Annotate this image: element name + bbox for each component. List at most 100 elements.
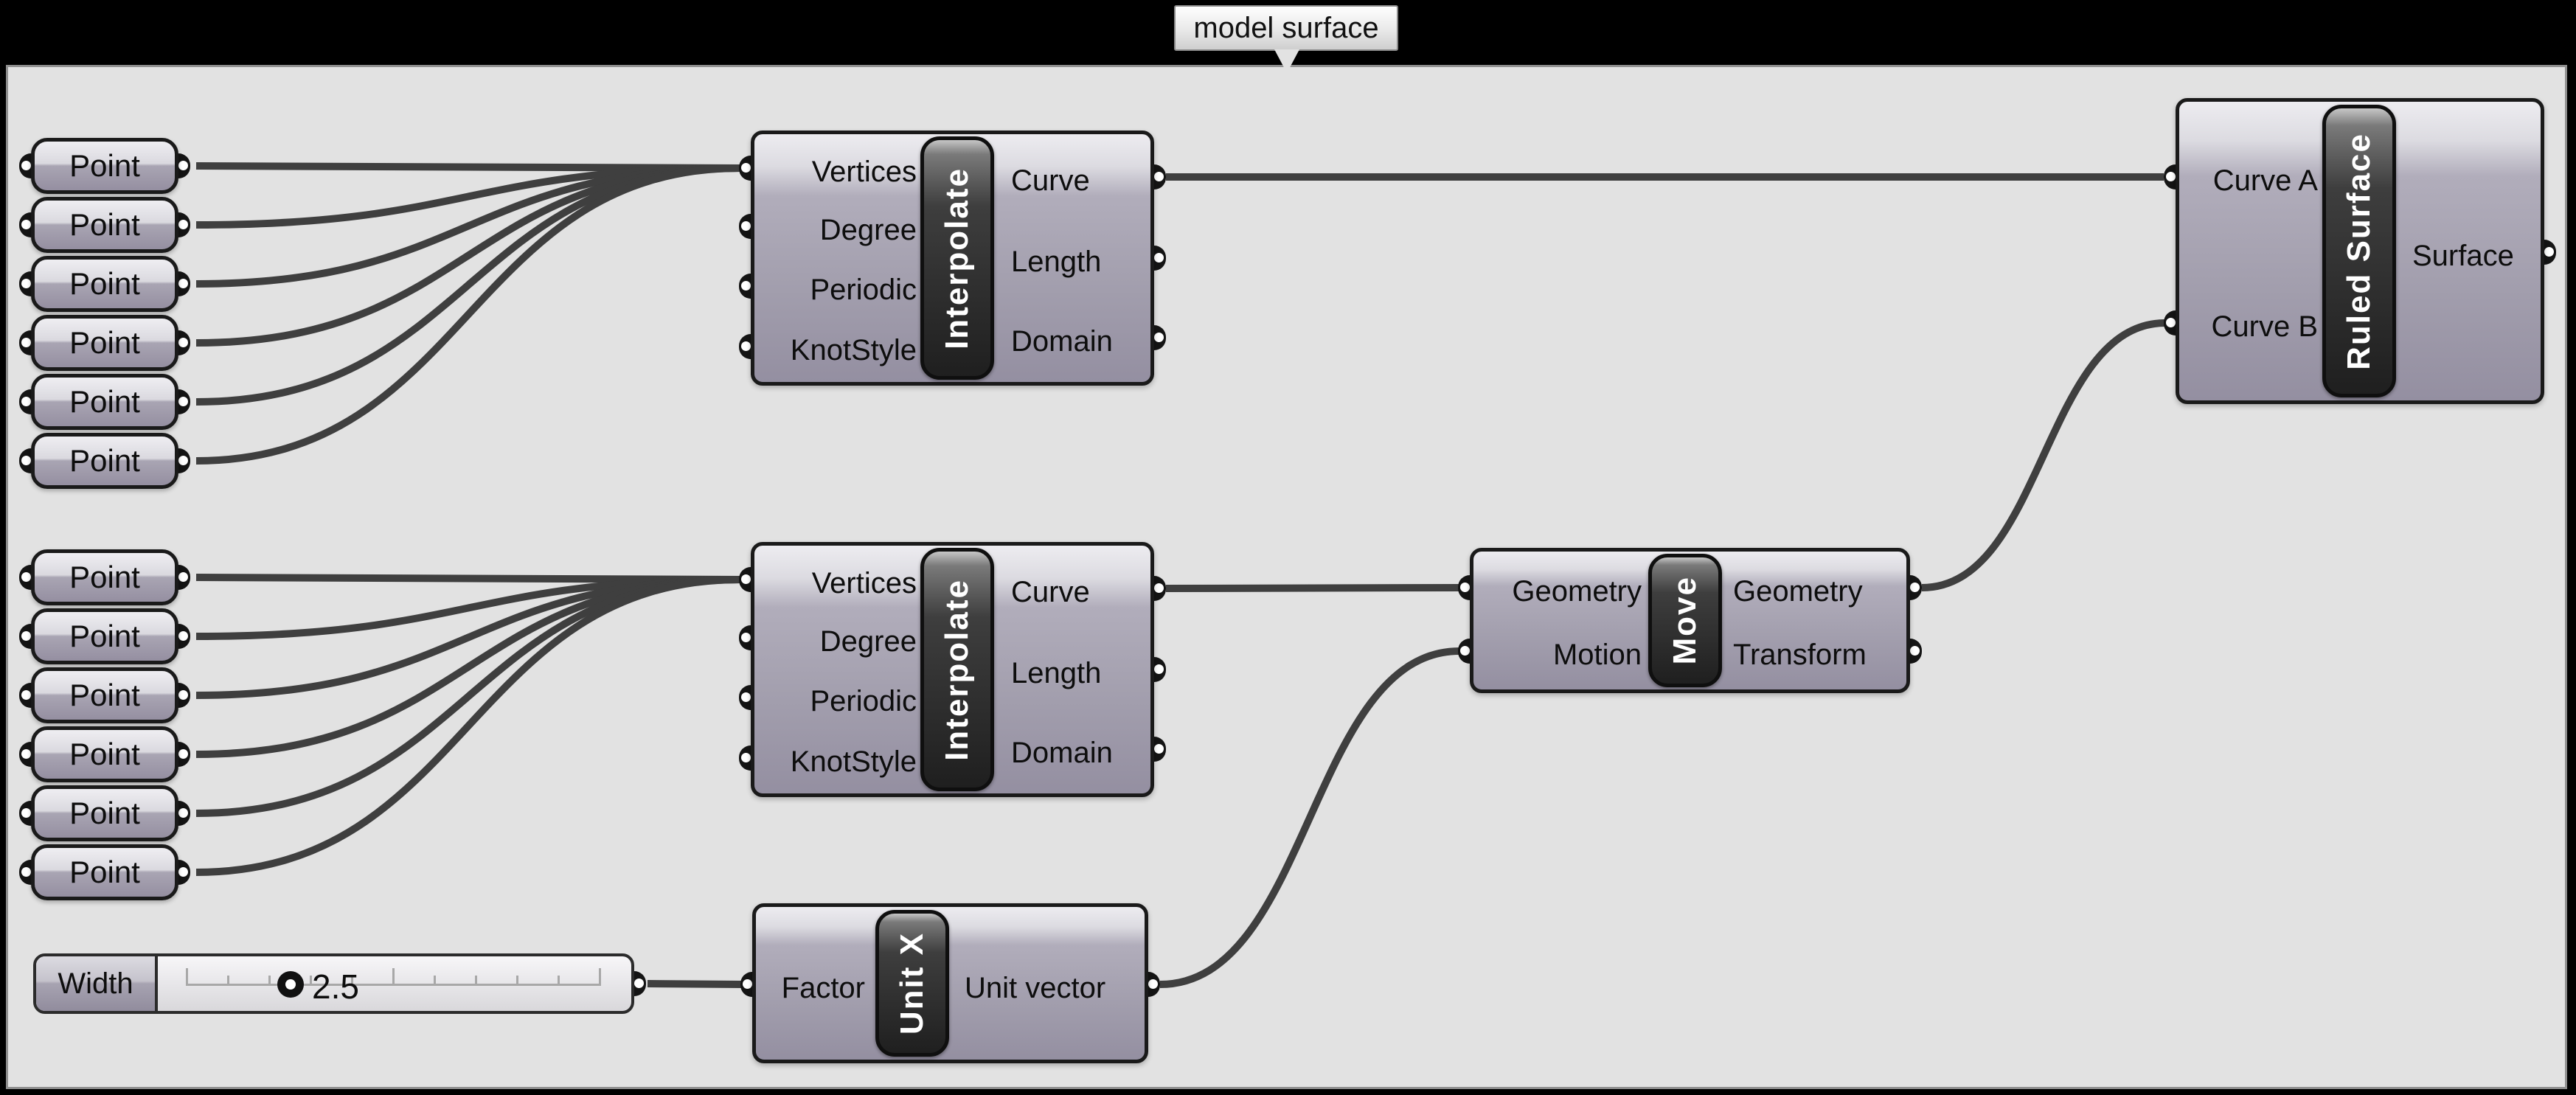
- move-component[interactable]: Geometry Motion Geometry Transform Move: [1470, 548, 1910, 693]
- output-jack[interactable]: [178, 330, 190, 355]
- input-jack[interactable]: [739, 745, 751, 771]
- output-jack[interactable]: [1154, 737, 1166, 762]
- port-label[interactable]: Curve A: [2212, 164, 2318, 197]
- output-jack[interactable]: [634, 971, 646, 996]
- output-jack[interactable]: [178, 448, 190, 473]
- port-label[interactable]: Surface: [2412, 240, 2514, 272]
- point-node[interactable]: Point: [31, 256, 178, 312]
- output-jack[interactable]: [1148, 972, 1160, 997]
- input-jack[interactable]: [19, 212, 31, 237]
- component-name-tag[interactable]: Unit X: [875, 910, 949, 1057]
- point-node[interactable]: Point: [31, 608, 178, 664]
- input-jack[interactable]: [19, 330, 31, 355]
- output-jack[interactable]: [178, 565, 190, 590]
- interpolate-component[interactable]: Vertices Degree Periodic KnotStyle Curve…: [751, 542, 1154, 797]
- interpolate-component[interactable]: Vertices Degree Periodic KnotStyle Curve…: [751, 131, 1154, 386]
- port-label[interactable]: Domain: [1011, 325, 1113, 358]
- port-label[interactable]: Degree: [819, 625, 917, 658]
- input-jack[interactable]: [19, 153, 31, 178]
- wire[interactable]: [195, 576, 741, 876]
- input-jack[interactable]: [739, 625, 751, 650]
- input-jack[interactable]: [19, 683, 31, 708]
- point-node[interactable]: Point: [31, 315, 178, 371]
- output-jack[interactable]: [178, 212, 190, 237]
- point-node[interactable]: Point: [31, 138, 178, 194]
- output-jack[interactable]: [1154, 246, 1166, 271]
- output-jack[interactable]: [1910, 575, 1922, 600]
- input-jack[interactable]: [739, 334, 751, 359]
- input-jack[interactable]: [1458, 639, 1470, 664]
- component-name-tag[interactable]: Ruled Surface: [2322, 105, 2396, 397]
- input-jack[interactable]: [740, 972, 752, 997]
- input-jack[interactable]: [2164, 164, 2176, 190]
- port-label[interactable]: Unit vector: [965, 972, 1106, 1004]
- component-name-tag[interactable]: Move: [1648, 554, 1722, 687]
- output-jack[interactable]: [178, 742, 190, 767]
- ruled-surface-component[interactable]: Curve A Curve B Surface Ruled Surface: [2176, 98, 2544, 404]
- wire[interactable]: [195, 576, 741, 817]
- point-node[interactable]: Point: [31, 667, 178, 723]
- port-label[interactable]: Geometry: [1733, 575, 1863, 608]
- port-label[interactable]: Degree: [819, 214, 917, 246]
- input-jack[interactable]: [19, 624, 31, 649]
- port-label[interactable]: Length: [1011, 246, 1102, 278]
- output-jack[interactable]: [2544, 240, 2556, 265]
- output-jack[interactable]: [178, 271, 190, 296]
- input-jack[interactable]: [19, 271, 31, 296]
- port-label[interactable]: Vertices: [811, 156, 917, 188]
- port-label[interactable]: Motion: [1552, 639, 1642, 671]
- input-jack[interactable]: [739, 685, 751, 710]
- input-jack[interactable]: [19, 448, 31, 473]
- port-label[interactable]: Periodic: [810, 685, 917, 717]
- wire[interactable]: [195, 164, 741, 406]
- point-node[interactable]: Point: [31, 549, 178, 605]
- port-label[interactable]: Factor: [781, 972, 865, 1004]
- port-label[interactable]: KnotStyle: [790, 334, 917, 366]
- output-jack[interactable]: [178, 683, 190, 708]
- output-jack[interactable]: [178, 153, 190, 178]
- port-label[interactable]: Curve: [1011, 164, 1090, 197]
- input-jack[interactable]: [739, 214, 751, 239]
- wire[interactable]: [195, 164, 741, 465]
- output-jack[interactable]: [178, 389, 190, 414]
- component-name-tag[interactable]: Interpolate: [920, 136, 994, 380]
- input-jack[interactable]: [19, 742, 31, 767]
- output-jack[interactable]: [178, 624, 190, 649]
- port-label[interactable]: Periodic: [810, 274, 917, 306]
- width-slider[interactable]: Width 2.5: [33, 953, 634, 1014]
- input-jack[interactable]: [739, 156, 751, 181]
- output-jack[interactable]: [1154, 657, 1166, 682]
- port-label[interactable]: Length: [1011, 657, 1102, 689]
- input-jack[interactable]: [19, 565, 31, 590]
- port-label[interactable]: Geometry: [1512, 575, 1642, 608]
- input-jack[interactable]: [19, 801, 31, 826]
- input-jack[interactable]: [739, 274, 751, 299]
- point-node[interactable]: Point: [31, 374, 178, 430]
- point-node[interactable]: Point: [31, 844, 178, 900]
- input-jack[interactable]: [19, 389, 31, 414]
- point-node[interactable]: Point: [31, 197, 178, 253]
- point-node[interactable]: Point: [31, 726, 178, 782]
- output-jack[interactable]: [1910, 639, 1922, 664]
- port-label[interactable]: Domain: [1011, 737, 1113, 769]
- wire[interactable]: [1159, 647, 1460, 988]
- output-jack[interactable]: [1154, 164, 1166, 190]
- input-jack[interactable]: [2164, 310, 2176, 336]
- output-jack[interactable]: [1154, 576, 1166, 601]
- slider-knob[interactable]: [277, 971, 304, 998]
- output-jack[interactable]: [178, 860, 190, 885]
- unit-x-component[interactable]: Factor Unit vector Unit X: [752, 903, 1148, 1063]
- port-label[interactable]: Vertices: [811, 567, 917, 599]
- point-node[interactable]: Point: [31, 785, 178, 841]
- wire[interactable]: [1921, 319, 2166, 591]
- input-jack[interactable]: [1458, 575, 1470, 600]
- component-name-tag[interactable]: Interpolate: [920, 548, 994, 791]
- port-label[interactable]: Curve B: [2211, 310, 2319, 343]
- output-jack[interactable]: [178, 801, 190, 826]
- port-label[interactable]: KnotStyle: [790, 745, 917, 778]
- point-node[interactable]: Point: [31, 433, 178, 489]
- output-jack[interactable]: [1154, 325, 1166, 350]
- port-label[interactable]: Curve: [1011, 576, 1090, 608]
- input-jack[interactable]: [19, 860, 31, 885]
- input-jack[interactable]: [739, 567, 751, 592]
